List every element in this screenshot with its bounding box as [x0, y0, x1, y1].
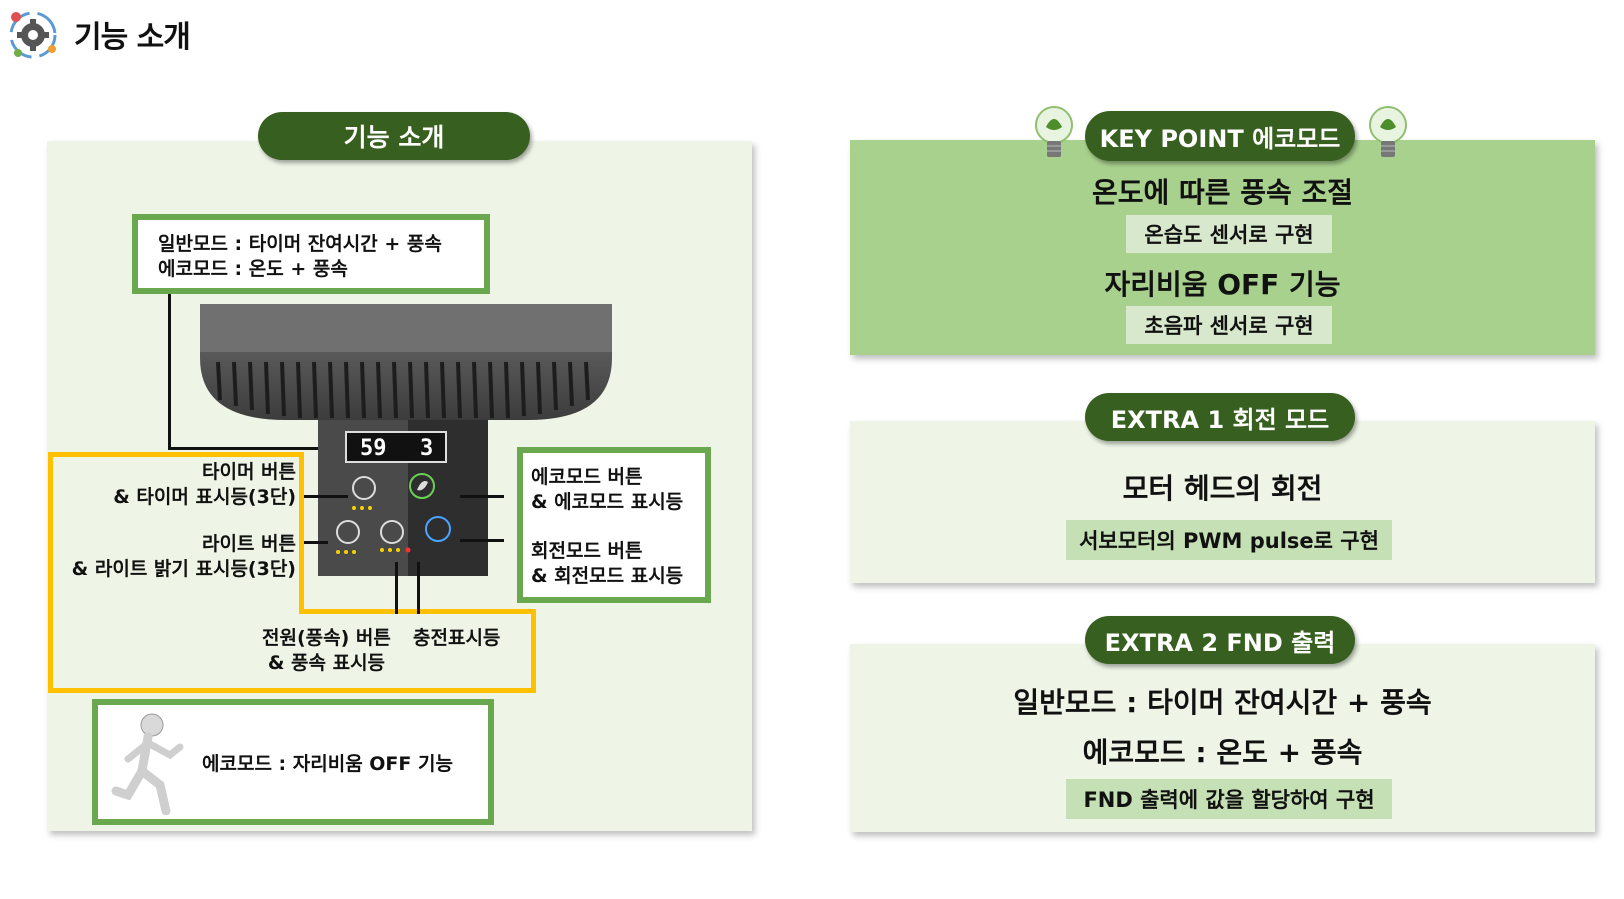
timer-button-icon: [352, 476, 376, 500]
eco-away-box: 에코모드 : 자리비움 OFF 기능: [92, 699, 494, 825]
fnd-display-left: 59: [360, 436, 387, 461]
rotate-mode-sub: 서보모터의 PWM pulse로 구현: [1066, 520, 1392, 560]
rotate-label: 회전모드 버튼 & 회전모드 표시등: [531, 539, 683, 589]
normal-mode-text: 일반모드 : 타이머 잔여시간 + 풍속: [158, 233, 442, 255]
pointer-line: [304, 495, 348, 498]
key-point-sub-2: 초음파 센서로 구현: [1126, 306, 1332, 344]
light-label-line1: 라이트 버튼: [201, 533, 296, 555]
eco-away-label: 에코모드 : 자리비움 OFF 기능: [202, 753, 453, 775]
rotate-label-line1: 회전모드 버튼: [531, 540, 643, 562]
rotate-mode-heading: 모터 헤드의 회전: [1122, 472, 1323, 505]
pointer-line: [417, 562, 420, 614]
eco-label: 에코모드 버튼 & 에코모드 표시등: [531, 465, 683, 515]
eco-rotate-label-box: 에코모드 버튼 & 에코모드 표시등 회전모드 버튼 & 회전모드 표시등: [517, 447, 711, 603]
pointer-line: [460, 495, 504, 498]
fan-device-image: 59 3: [200, 304, 612, 576]
fnd-output-pill: EXTRA 2 FND 출력: [1085, 616, 1355, 664]
eco-mode-text: 에코모드 : 온도 + 풍속: [158, 258, 348, 280]
lightbulb-icon: [1369, 106, 1407, 157]
rotate-mode-pill: EXTRA 1 회전 모드: [1085, 393, 1355, 441]
timer-label-line2: & 타이머 표시등(3단): [113, 486, 296, 508]
eco-button-icon: [409, 473, 435, 499]
connector-line: [168, 447, 350, 450]
yellow-highlight-box: [48, 609, 536, 693]
eco-label-line1: 에코모드 버튼: [531, 466, 643, 488]
fnd-display-right: 3: [420, 436, 433, 461]
power-button-label: 전원(풍속) 버튼 & 풍속 표시등: [262, 626, 391, 676]
connector-line: [168, 294, 171, 449]
yellow-box-gap: [53, 609, 299, 614]
yellow-divider: [299, 452, 304, 614]
timer-button-label: 타이머 버튼 & 타이머 표시등(3단): [113, 460, 296, 510]
rotate-button-icon: [425, 516, 451, 542]
running-person-icon: [111, 713, 184, 815]
power-button-icon: [380, 520, 404, 544]
key-point-heading-2: 자리비움 OFF 기능: [1104, 268, 1341, 301]
eco-label-line2: & 에코모드 표시등: [531, 491, 684, 513]
page-header: 기능 소개: [4, 4, 191, 64]
key-point-sub-1: 온습도 센서로 구현: [1126, 215, 1332, 253]
feature-pill: 기능 소개: [258, 112, 530, 160]
pointer-line: [304, 541, 328, 544]
pointer-line: [395, 562, 398, 614]
lightbulb-icon: [1035, 106, 1073, 157]
light-button-icon: [336, 520, 360, 544]
fnd-heading-eco: 에코모드 : 온도 + 풍속: [1082, 736, 1363, 769]
light-button-label: 라이트 버튼 & 라이트 밝기 표시등(3단): [72, 532, 296, 582]
key-point-pill: KEY POINT 에코모드: [1085, 111, 1355, 161]
rotate-label-line2: & 회전모드 표시등: [531, 565, 684, 587]
light-label-line2: & 라이트 밝기 표시등(3단): [71, 558, 296, 580]
key-point-heading-1: 온도에 따른 풍속 조절: [1091, 176, 1354, 209]
pointer-line: [460, 539, 504, 542]
power-label-line2: & 풍속 표시등: [267, 652, 386, 674]
timer-label-line1: 타이머 버튼: [201, 461, 296, 483]
mode-description-box: 일반모드 : 타이머 잔여시간 + 풍속 에코모드 : 온도 + 풍속: [132, 214, 490, 294]
page-title: 기능 소개: [74, 20, 191, 55]
gear-cycle-icon: [9, 11, 57, 59]
fnd-heading-normal: 일반모드 : 타이머 잔여시간 + 풍속: [1013, 686, 1432, 719]
power-label-line1: 전원(풍속) 버튼: [262, 627, 391, 649]
charge-indicator-label: 충전표시등: [413, 627, 501, 649]
fnd-output-sub: FND 출력에 값을 할당하여 구현: [1066, 779, 1392, 819]
yellow-highlight-box: [48, 452, 304, 693]
